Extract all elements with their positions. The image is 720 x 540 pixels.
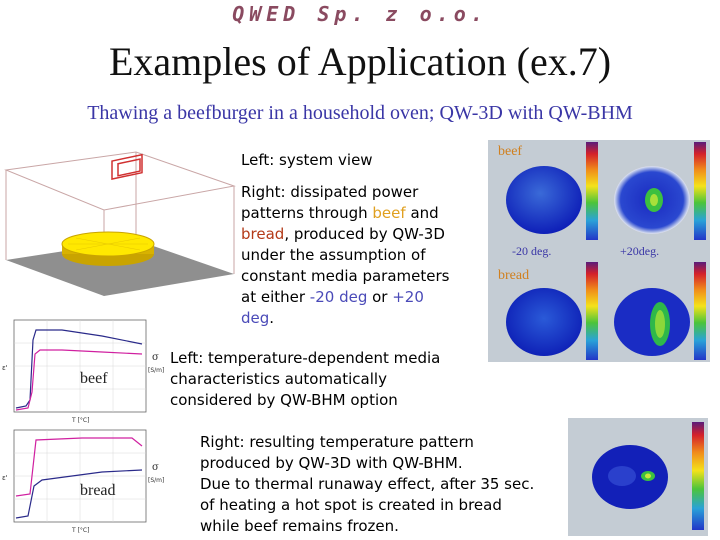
result-line-4: of heating a hot spot is created in brea…	[200, 496, 502, 514]
caption-prefix: Right: dissipated power patterns through	[241, 183, 419, 222]
bread-plus20-pattern	[614, 288, 690, 356]
beef-eps-axis-label: ε'	[2, 364, 8, 372]
result-line-1: Right: resulting temperature pattern	[200, 433, 474, 451]
plus20-deg-label: +20deg.	[620, 244, 660, 258]
beef-eps-curve	[15, 329, 143, 409]
beef-word: beef	[372, 204, 406, 222]
company-logo: QWED Sp. z o.o.	[232, 2, 488, 26]
bread-x-axis-label: T [°C]	[71, 527, 89, 534]
beef-x-axis-label: T [°C]	[71, 417, 89, 424]
page-subtitle: Thawing a beefburger in a household oven…	[87, 102, 633, 124]
page-title: Examples of Application (ex.7)	[108, 39, 612, 84]
bread-eps-curve	[15, 469, 143, 519]
beef-media-chart: ε' σ [S/m] T [°C]	[2, 319, 164, 424]
media-characteristics-caption: Left: temperature-dependent media charac…	[170, 349, 441, 409]
bread-eps-axis-label: ε'	[2, 474, 8, 482]
system-view-caption: Left: system view	[241, 151, 373, 169]
bread-media-chart: ε' σ [S/m] T [°C]	[2, 429, 164, 534]
color-scale-bar	[694, 142, 706, 240]
oven-system-view	[4, 151, 236, 296]
bread-sigma-curve	[15, 437, 143, 497]
result-line-2: produced by QW-3D with QW-BHM.	[200, 454, 463, 472]
result-line-5: while beef remains frozen.	[200, 517, 399, 535]
bread-minus20-pattern	[506, 288, 582, 356]
color-scale-bar	[586, 142, 598, 240]
caption-or: or	[367, 288, 393, 306]
result-caption: Right: resulting temperature pattern pro…	[200, 432, 570, 537]
bread-sigma-unit: [S/m]	[148, 477, 164, 484]
temperature-pattern	[592, 445, 668, 509]
panel-bread-label: bread	[498, 268, 530, 283]
result-line-3: Due to thermal runaway effect, after 35 …	[200, 475, 535, 493]
panel-beef-label: beef	[498, 144, 523, 159]
beef-chart-label: beef	[80, 370, 108, 387]
bread-word: bread	[241, 225, 285, 243]
bread-sigma-axis-label: σ	[152, 462, 159, 473]
beef-plus20-pattern	[614, 166, 690, 234]
caption-middle: , produced by QW-3D under the assumption…	[241, 225, 450, 306]
power-pattern-panel: beef -20 deg. +20deg. bread	[488, 140, 710, 362]
beef-minus20-pattern	[506, 166, 582, 234]
beef-sigma-unit: [S/m]	[148, 367, 164, 374]
minus20-deg-label: -20 deg.	[512, 244, 552, 258]
caption-period: .	[269, 309, 275, 327]
beef-sigma-curve	[15, 349, 143, 411]
bread-chart-label: bread	[80, 482, 116, 499]
color-scale-bar	[586, 262, 598, 360]
color-scale-bar	[692, 422, 704, 530]
beef-sigma-axis-label: σ	[152, 352, 159, 363]
color-scale-bar	[694, 262, 706, 360]
minus20-deg: -20 deg	[309, 288, 368, 306]
dissipated-power-caption: Right: dissipated power patterns through…	[241, 182, 461, 329]
temperature-pattern-panel	[568, 418, 708, 536]
plus20-deg: +20 deg	[241, 288, 424, 327]
caption-and: and	[405, 204, 439, 222]
